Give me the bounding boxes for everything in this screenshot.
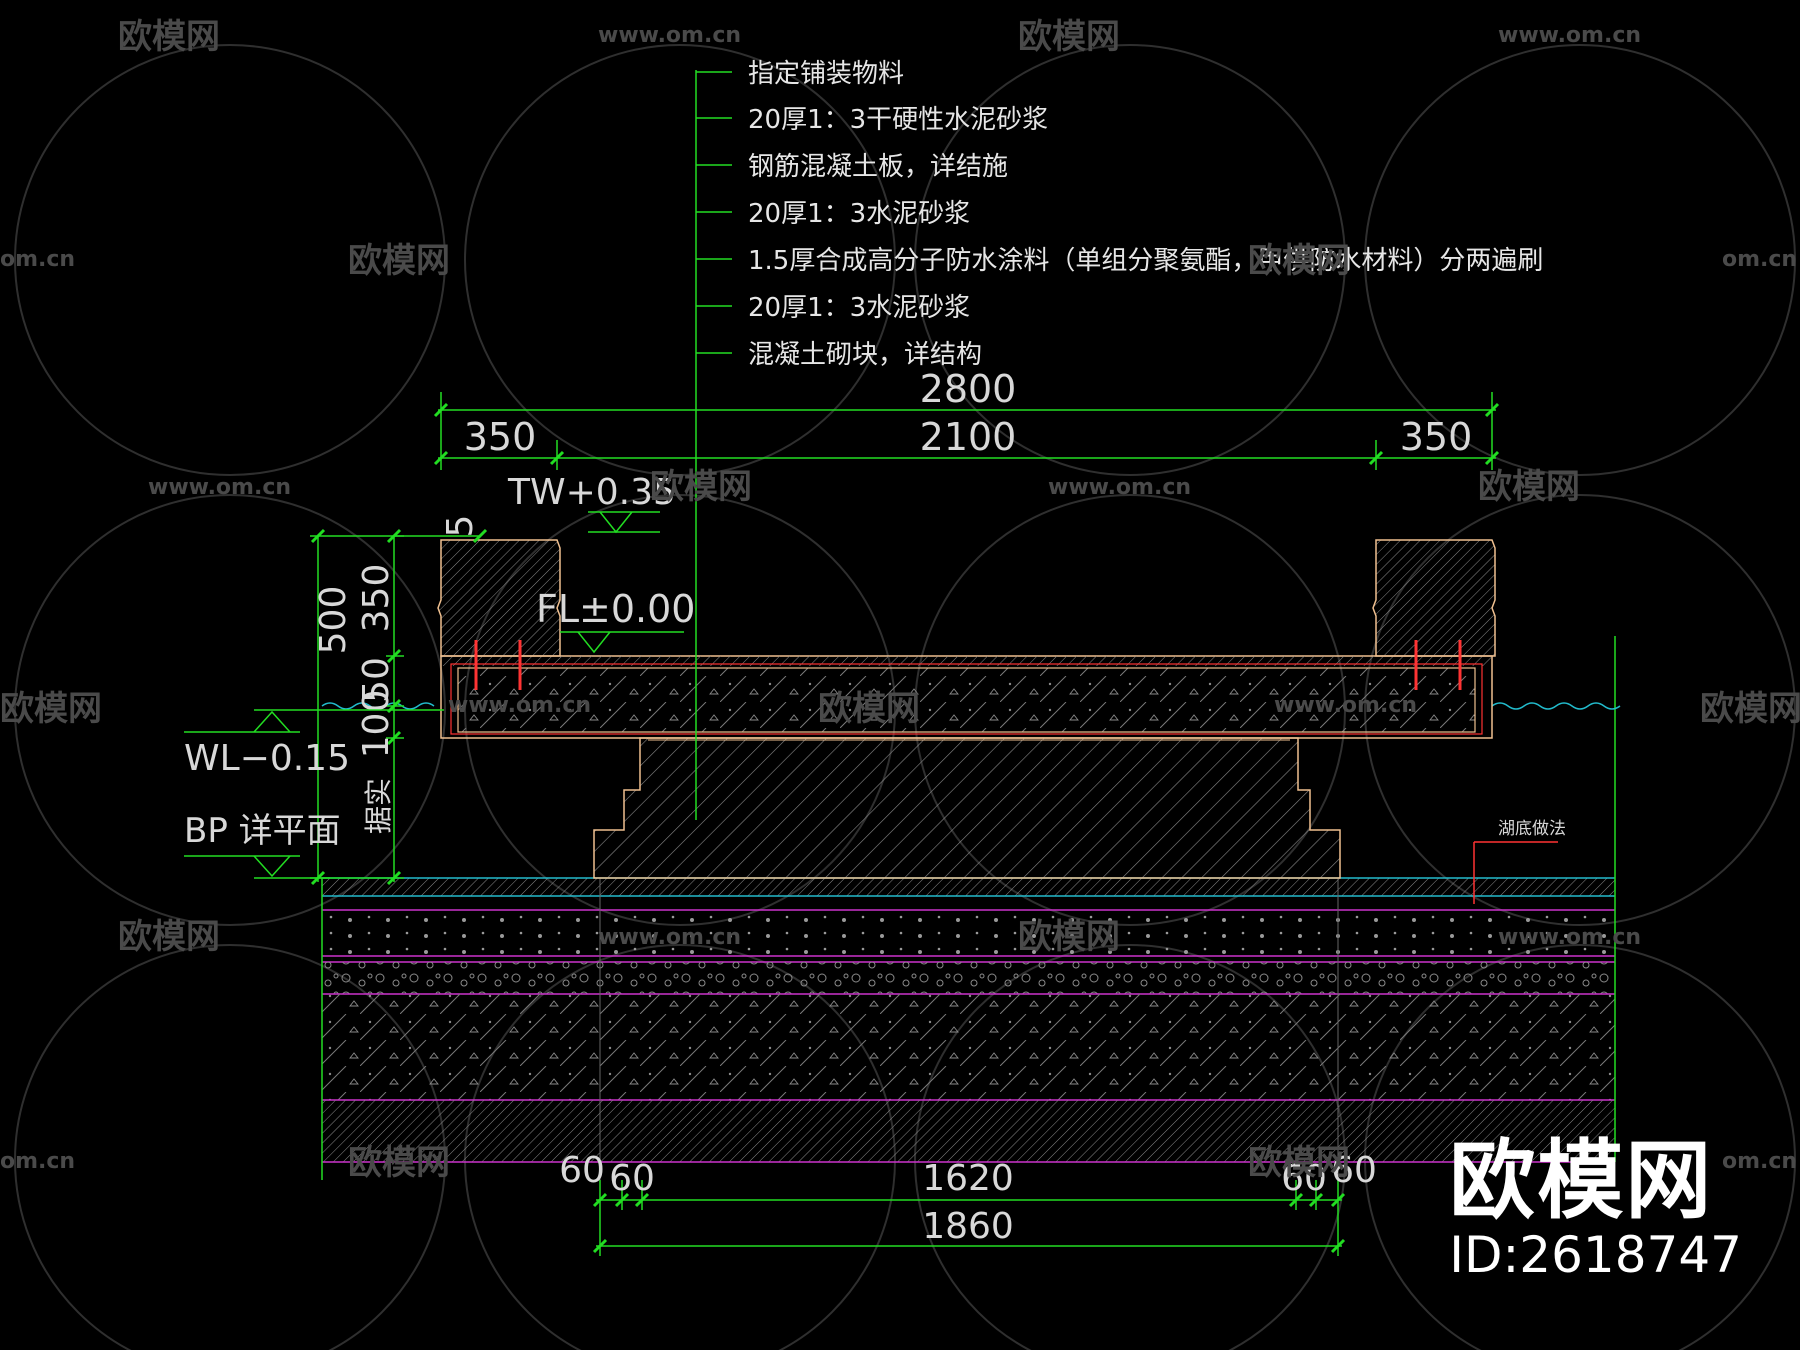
dim-top-total: 2800 [920, 367, 1017, 411]
coping-stone-left [437, 539, 561, 690]
watermark-site: www.om.cn [598, 925, 741, 950]
watermark-site: www.om.cn [448, 693, 591, 718]
concrete-block-support [593, 737, 1341, 879]
top-dimension-lines [433, 392, 1500, 470]
pool-bottom-note: 湖底做法 [1498, 819, 1566, 839]
dim-left-100: 100 [356, 690, 397, 759]
level-marker-fl [560, 631, 684, 654]
watermark-site: www.om.cn [598, 23, 741, 48]
watermark-site: www.om.cn [1274, 693, 1417, 718]
note-concrete-block: 混凝土砌块，详结构 [748, 340, 982, 370]
dim-bottom-r2: 60 [1331, 1150, 1377, 1191]
watermark-brand: 欧模网 [1248, 1143, 1350, 1183]
dim-top-right: 350 [1400, 415, 1473, 459]
note-rc-slab: 钢筋混凝土板，详结施 [748, 152, 1008, 182]
material-leader [695, 70, 732, 820]
watermark-brand: 欧模网 [650, 467, 752, 507]
brand-logo-watermark: 欧模网 ID:2618747 [1449, 1138, 1742, 1280]
watermark-site-partial: om.cn [1722, 247, 1797, 272]
reinforced-concrete-slab [440, 655, 1493, 739]
brand-logo-id: ID:2618747 [1449, 1226, 1742, 1284]
foundation-layers [321, 636, 1616, 1200]
level-wl: WL−0.15 [184, 738, 350, 779]
left-dimension-lines [310, 528, 488, 886]
coping-stone-right [1372, 539, 1496, 690]
watermark-site-partial: om.cn [0, 247, 75, 272]
level-marker-wl [184, 709, 444, 733]
watermark-site: www.om.cn [1498, 925, 1641, 950]
dim-left-50: 50 [356, 657, 397, 703]
watermark-brand: 欧模网 [1248, 241, 1350, 281]
dim-left-fill: 据实 [362, 778, 395, 834]
watermark-brand: 欧模网 [1018, 17, 1120, 57]
bottom-dimension-lines [592, 1180, 1346, 1256]
watermark-brand: 欧模网 [348, 1143, 450, 1183]
note-mortar-2: 20厚1：3水泥砂浆 [748, 293, 970, 323]
dim-top-middle: 2100 [920, 415, 1017, 459]
water-line [321, 702, 1621, 710]
dim-bottom-r1: 60 [1281, 1158, 1327, 1199]
level-bp: BP 详平面 [184, 811, 341, 851]
dim-left-350: 350 [356, 564, 397, 633]
watermark-brand: 欧模网 [1478, 467, 1580, 507]
watermark-brand: 欧模网 [0, 689, 102, 729]
watermark-brand: 欧模网 [118, 917, 220, 957]
level-marker-bp [184, 855, 330, 879]
pool-bottom-leader [1473, 841, 1558, 904]
level-marker-tw [588, 511, 660, 534]
note-mortar-1: 20厚1：3水泥砂浆 [748, 199, 970, 229]
dim-left-total: 500 [313, 586, 354, 655]
dim-left-5: 5 [440, 515, 481, 538]
dim-top-left: 350 [464, 415, 537, 459]
watermark-brand: 欧模网 [348, 241, 450, 281]
dim-bottom-middle: 1620 [922, 1158, 1014, 1199]
watermark-site-partial: om.cn [0, 1149, 75, 1174]
watermark-site-partial: om.cn [1722, 1149, 1797, 1174]
note-mortar-dry: 20厚1：3干硬性水泥砂浆 [748, 105, 1048, 135]
dim-bottom-total: 1860 [922, 1206, 1014, 1247]
dim-bottom-l2: 60 [609, 1158, 655, 1199]
dim-bottom-l1: 60 [559, 1150, 605, 1191]
watermark-site: www.om.cn [1048, 475, 1191, 500]
note-waterproofing: 1.5厚合成高分子防水涂料（单组分聚氨酯，甲供防水材料）分两遍刷 [748, 246, 1543, 276]
watermark-brand: 欧模网 [818, 689, 920, 729]
note-paving: 指定铺装物料 [748, 59, 904, 89]
watermark-site: www.om.cn [1498, 23, 1641, 48]
watermark-site: www.om.cn [148, 475, 291, 500]
watermark-brand: 欧模网 [1700, 689, 1800, 729]
watermark-brand: 欧模网 [118, 17, 220, 57]
brand-logo-text: 欧模网 [1449, 1131, 1714, 1231]
level-fl: FL±0.00 [536, 587, 695, 631]
watermark-brand: 欧模网 [1018, 917, 1120, 957]
level-tw: TW+0.35 [507, 472, 676, 513]
